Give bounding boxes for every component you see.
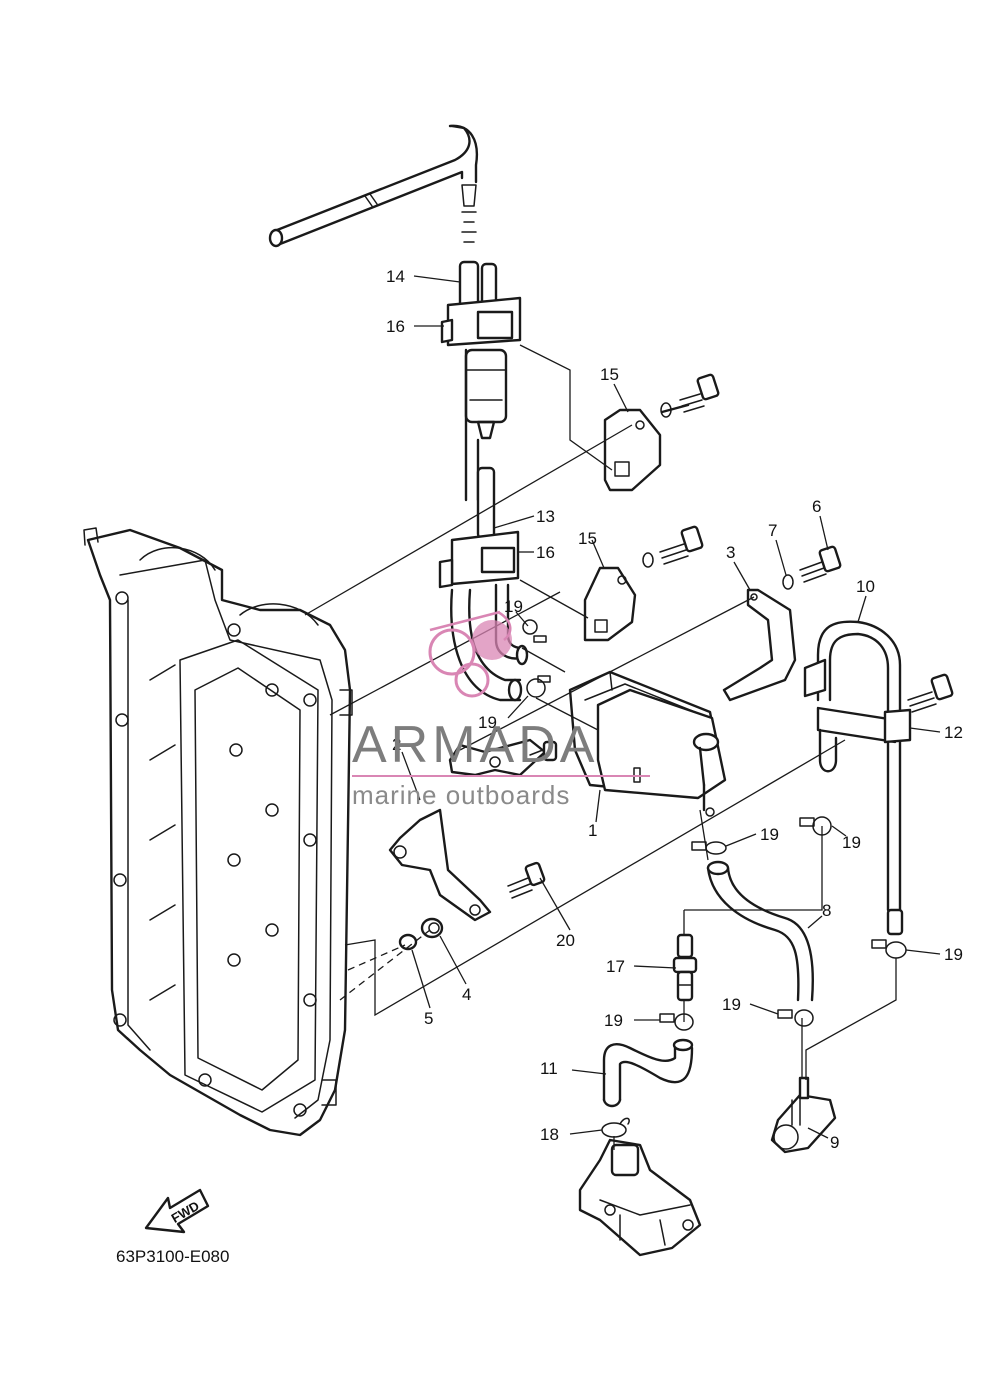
watermark: ARMADA marine outboards xyxy=(352,610,650,810)
callout-7: 7 xyxy=(768,521,777,540)
assembly-lines xyxy=(304,344,897,1150)
callout-19a: 19 xyxy=(504,597,523,616)
callout-16-upper: 16 xyxy=(386,317,405,336)
watermark-brand: ARMADA xyxy=(352,716,598,774)
callout-17: 17 xyxy=(606,957,625,976)
union-9 xyxy=(770,1076,837,1154)
callout-14: 14 xyxy=(386,267,405,286)
clip-18 xyxy=(601,1117,630,1138)
callout-13: 13 xyxy=(536,507,555,526)
callout-19g: 19 xyxy=(722,995,741,1014)
fuel-filter-assembly xyxy=(438,260,529,702)
callouts: 1 2 3 4 5 6 7 8 9 10 11 12 13 14 15 15 1… xyxy=(386,267,963,1152)
canister xyxy=(568,670,727,817)
hose-8 xyxy=(706,860,814,1002)
fuel-joint-base xyxy=(578,1138,702,1257)
bracket-2 xyxy=(388,738,558,922)
callout-2: 2 xyxy=(392,735,401,754)
callout-5: 5 xyxy=(424,1009,433,1028)
callout-6: 6 xyxy=(812,497,821,516)
callout-20: 20 xyxy=(556,931,575,950)
callout-4: 4 xyxy=(462,985,471,1004)
callout-16-lower: 16 xyxy=(536,543,555,562)
clamp-19b xyxy=(526,675,551,698)
fwd-arrow-icon: FWD xyxy=(144,1188,210,1234)
callout-19e: 19 xyxy=(944,945,963,964)
callout-8: 8 xyxy=(822,901,831,920)
callout-15-upper: 15 xyxy=(600,365,619,384)
bracket-lower xyxy=(583,525,704,642)
clamp-19c xyxy=(691,841,727,855)
clamp-19g xyxy=(777,1009,814,1027)
clamp-19a xyxy=(522,619,547,643)
callout-9: 9 xyxy=(830,1133,839,1152)
callout-19d: 19 xyxy=(842,833,861,852)
callout-19c: 19 xyxy=(760,825,779,844)
bracket-3 xyxy=(722,545,842,702)
callout-12: 12 xyxy=(944,723,963,742)
callout-19b: 19 xyxy=(478,713,497,732)
callout-leaders xyxy=(401,275,941,1139)
armada-logo-icon xyxy=(428,610,512,698)
callout-10: 10 xyxy=(856,577,875,596)
bracket-upper xyxy=(603,373,720,492)
joint-17 xyxy=(672,933,698,1002)
clamp-19f xyxy=(659,1013,694,1031)
bracket-10 xyxy=(803,620,954,936)
callout-11: 11 xyxy=(540,1059,558,1078)
collar-4 xyxy=(420,917,444,939)
hose-11 xyxy=(602,1038,694,1108)
clamp-19e xyxy=(871,939,907,959)
clamp-19d xyxy=(799,816,832,836)
callout-18: 18 xyxy=(540,1125,559,1144)
callout-3: 3 xyxy=(726,543,735,562)
callout-19f: 19 xyxy=(604,1011,623,1030)
bolt-20 xyxy=(507,861,546,899)
fuel-hose-upper xyxy=(268,124,479,248)
callout-15-lower: 15 xyxy=(578,529,597,548)
callout-1: 1 xyxy=(588,821,597,840)
figure-code: 63P3100-E080 xyxy=(116,1247,229,1266)
intake-manifold xyxy=(83,527,353,1137)
watermark-tagline: marine outboards xyxy=(352,780,570,810)
